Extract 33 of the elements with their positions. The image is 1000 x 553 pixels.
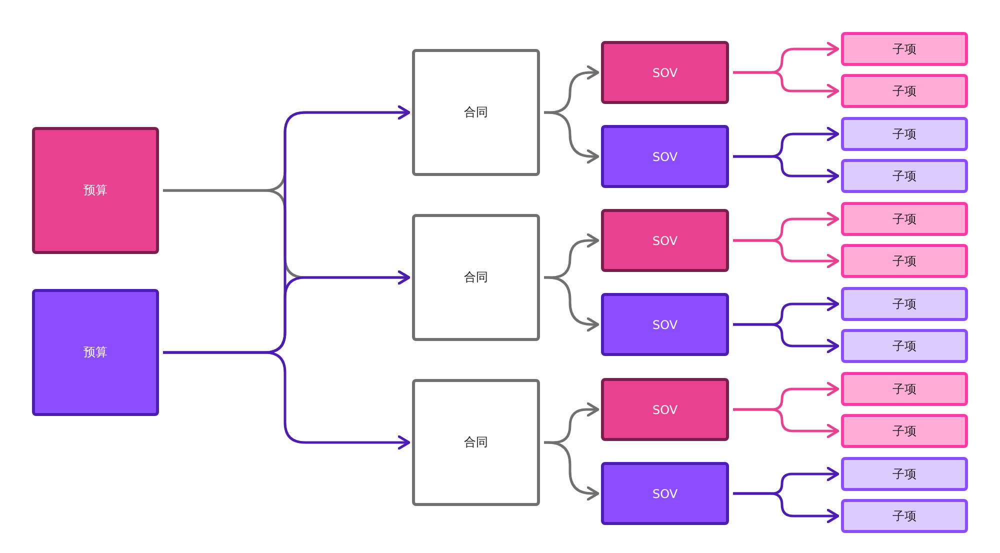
item-box: 子项 <box>841 372 968 406</box>
contract-box: 合同 <box>412 214 540 341</box>
arrow <box>733 408 840 438</box>
budget-box: 预算 <box>32 127 159 254</box>
sov-box: SOV <box>601 378 729 441</box>
item-box: 子项 <box>841 457 968 491</box>
item-box: 子项 <box>841 159 968 193</box>
arrow <box>733 155 840 184</box>
sov-box: SOV <box>601 293 729 356</box>
arrow <box>163 351 410 450</box>
arrow <box>544 111 600 164</box>
arrow <box>733 71 840 98</box>
item-box: 子项 <box>841 32 968 66</box>
item-box: 子项 <box>841 329 968 363</box>
item-box: 子项 <box>841 117 968 151</box>
item-box: 子项 <box>841 74 968 108</box>
contract-box: 合同 <box>412 49 540 176</box>
arrow <box>733 492 840 524</box>
sov-box: SOV <box>601 462 729 525</box>
arrow <box>544 441 600 501</box>
item-box: 子项 <box>841 499 968 533</box>
item-box: 子项 <box>841 244 968 278</box>
item-box: 子项 <box>841 414 968 448</box>
item-box: 子项 <box>841 202 968 236</box>
contract-box: 合同 <box>412 379 540 506</box>
sov-box: SOV <box>601 125 729 188</box>
item-box: 子项 <box>841 287 968 321</box>
arrow <box>733 239 840 268</box>
sov-box: SOV <box>601 41 729 104</box>
arrow <box>733 323 840 354</box>
arrow <box>544 276 600 332</box>
sov-box: SOV <box>601 209 729 272</box>
budget-box: 预算 <box>32 289 159 416</box>
